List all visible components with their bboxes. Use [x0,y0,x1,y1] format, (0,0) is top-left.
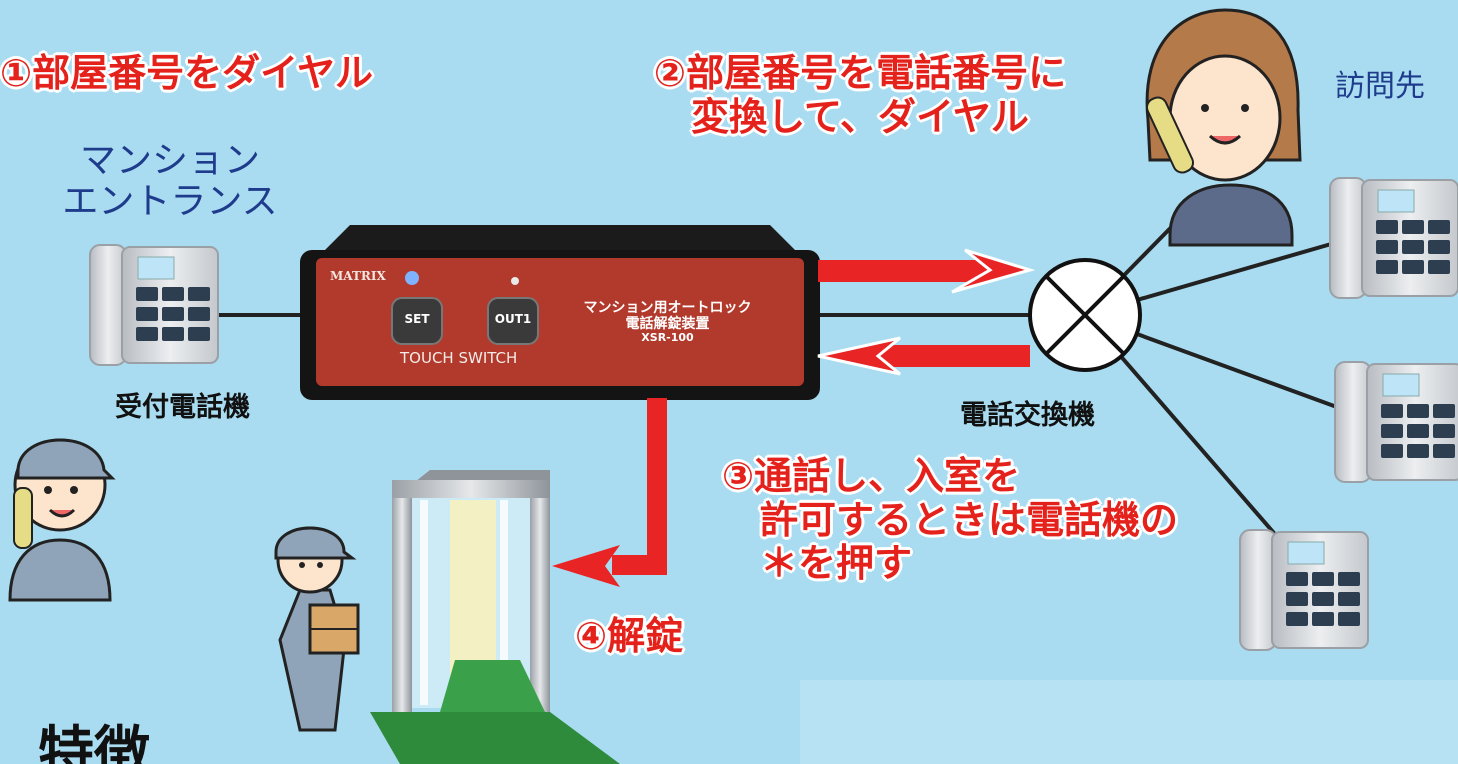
out1-button[interactable] [487,297,539,345]
pbx-label: 電話交換機 [960,400,1095,431]
product-line1: マンション用オートロック [583,300,752,316]
desk-phone-icon [1329,177,1458,299]
call-arrow-out [818,248,1036,294]
woman-on-phone-icon [1145,8,1302,247]
automatic-door-icon [370,470,620,764]
touch-switch-label: TOUCH SWITCH [400,349,518,367]
background-highlight [800,680,1458,764]
entrance-line2: エントランス [62,181,278,223]
product-line2: 電話解錠装置 [625,316,710,333]
device-product-name: マンション用オートロック 電話解錠装置 XSR-100 [560,300,775,345]
entrance-label: マンション エントランス [50,140,290,223]
delivery-worker-icon [274,526,360,732]
destination-label: 訪問先 [1335,69,1425,104]
step1-dial-room: ①部屋番号をダイヤル [0,51,374,95]
device-brand: MATRIX [330,269,386,283]
call-arrow-back [817,336,1030,376]
step2-line2: 変換して、ダイヤル [691,94,1029,139]
product-model: XSR-100 [641,331,694,345]
worker-on-phone-icon [8,438,116,602]
step3-line2: 許可するときは電話機の [760,497,1179,542]
unlock-device [300,225,820,400]
step3-line3: ＊を押す [760,541,913,586]
desk-phone-icon [89,244,219,366]
pbx-switch-icon [1028,258,1142,372]
features-heading: 特徴 [38,721,150,764]
step2-line1: ②部屋番号を電話番号に [653,51,1067,95]
reception-phone-label: 受付電話機 [115,392,250,423]
step3-line1: ③通話し、入室を [722,454,1021,498]
desk-phone-icon [1334,361,1458,483]
desk-phone-icon [1239,529,1369,651]
step3-talk-permit: ③通話し、入室を 許可するときは電話機の ＊を押す [722,454,1179,586]
entrance-line1: マンション [79,140,260,181]
out1-button-label: OUT1 [494,312,532,326]
device-front-panel [316,258,804,386]
unlock-arrow [552,398,667,587]
set-button-label: SET [404,312,430,326]
step4-unlock: ④解錠 [575,614,684,658]
step2-convert-dial: ②部屋番号を電話番号に 変換して、ダイヤル [610,51,1110,139]
set-button[interactable] [391,297,443,345]
led-indicator [405,271,419,285]
led-indicator [511,277,519,285]
